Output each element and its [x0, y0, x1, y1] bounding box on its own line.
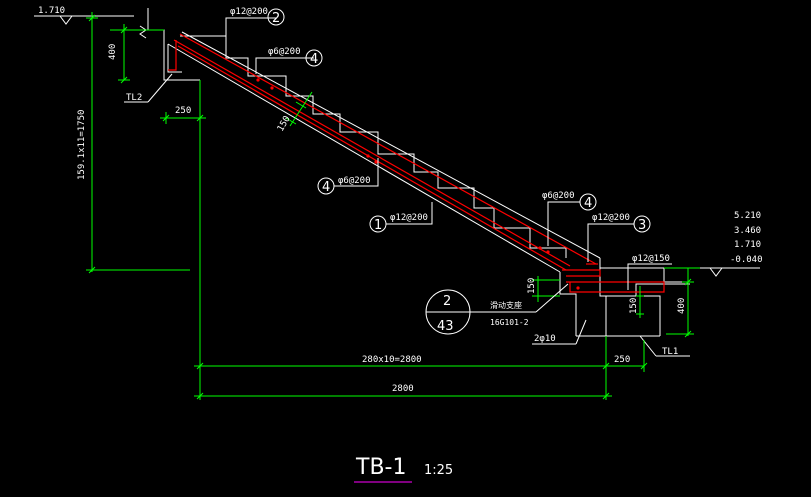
callout-beam-bar-text: 2φ10 — [534, 334, 556, 344]
dim-beam-depth-left: 400 — [108, 24, 164, 84]
drawing-title-block: TB-1 1:25 — [354, 455, 453, 483]
dim-total-horizontal: 2800 — [194, 384, 612, 400]
callout-end-bar-text: φ12@200 — [592, 213, 630, 223]
callout-landing-bar: φ12@150 — [627, 254, 672, 290]
stair-outline — [167, 31, 690, 337]
elevation-right-2: 3.460 — [734, 226, 761, 236]
callout-end-bar: φ12@200 3 — [587, 213, 651, 262]
dim-landing-thickness: 150 — [527, 276, 560, 302]
callout-bottom-bar: 1 φ12@200 — [369, 202, 433, 233]
dim-steps-horizontal-text: 280x10=2800 — [362, 355, 422, 365]
dim-beam-150-text: 150 — [629, 298, 639, 314]
detail-ref-label: 滑动支座 — [490, 300, 522, 310]
label-tl1-text: TL1 — [662, 347, 678, 357]
elevation-top-left-text: 1.710 — [38, 6, 65, 16]
dim-slab-thickness-text: 150 — [276, 114, 293, 133]
dim-beam-depth-left-text: 400 — [108, 44, 118, 60]
callout-dist-bar-top-id: 4 — [310, 52, 318, 67]
drawing-title: TB-1 — [355, 455, 406, 480]
callout-dist-bar-low-text: φ6@200 — [542, 191, 575, 201]
elevation-markers-right: 5.210 3.460 1.710 -0.040 — [664, 211, 763, 277]
callout-bottom-bar-text: φ12@200 — [390, 213, 428, 223]
detail-ref-number: 2 — [443, 294, 451, 309]
elevation-right-3: 1.710 — [734, 240, 761, 250]
callout-dist-bar-low-id: 4 — [584, 196, 592, 211]
dim-beam-width-left-text: 250 — [175, 106, 191, 116]
drawing-scale: 1:25 — [424, 463, 453, 478]
elevation-right-1: 5.210 — [734, 211, 761, 221]
label-tl1: TL1 — [639, 335, 690, 357]
dim-steps-horizontal: 280x10=2800 250 — [194, 336, 648, 400]
dim-beam-width-right-text: 250 — [614, 355, 630, 365]
callout-dist-bar-mid-text: φ6@200 — [338, 176, 371, 186]
callout-dist-bar-mid-id: 4 — [322, 180, 330, 195]
dim-beam-depth-right-text: 400 — [677, 298, 687, 314]
callout-dist-bar-mid: 4 φ6@200 — [317, 158, 379, 195]
elevation-marker-top-left: 1.710 — [34, 6, 134, 25]
dim-total-horizontal-text: 2800 — [392, 384, 414, 394]
dim-landing-thickness-text: 150 — [527, 278, 537, 294]
elevation-right-4: -0.040 — [730, 255, 763, 265]
rebar-group — [168, 33, 665, 293]
callout-landing-bar-text: φ12@150 — [632, 254, 670, 264]
callout-bottom-bar-id: 1 — [374, 218, 382, 233]
callout-top-bar-text: φ12@200 — [230, 7, 268, 17]
detail-ref-sheet: 43 — [437, 319, 454, 334]
dim-beam-width-left: 250 — [160, 80, 206, 124]
callout-top-bar: φ12@200 2 — [225, 7, 285, 46]
dim-vertical-total: 159.1x11=1750 — [77, 12, 190, 274]
dim-beam-depth-right: 400 — [666, 268, 694, 338]
label-tl2: TL2 — [124, 73, 173, 103]
callout-beam-bar: 2φ10 — [532, 319, 587, 345]
beam-tl2-outline — [139, 8, 200, 81]
callout-dist-bar-top: φ6@200 4 — [255, 47, 323, 74]
detail-ref-code: 16G101-2 — [490, 318, 529, 327]
detail-reference: 2 43 滑动支座 16G101-2 — [425, 283, 569, 335]
dim-beam-150: 150 — [629, 286, 644, 318]
label-tl2-text: TL2 — [126, 93, 142, 103]
dim-vertical-total-text: 159.1x11=1750 — [77, 110, 87, 180]
callout-top-bar-id: 2 — [272, 11, 280, 26]
callout-dist-bar-low: φ6@200 4 — [542, 191, 597, 246]
callout-dist-bar-top-text: φ6@200 — [268, 47, 301, 57]
callout-end-bar-id: 3 — [638, 218, 646, 233]
